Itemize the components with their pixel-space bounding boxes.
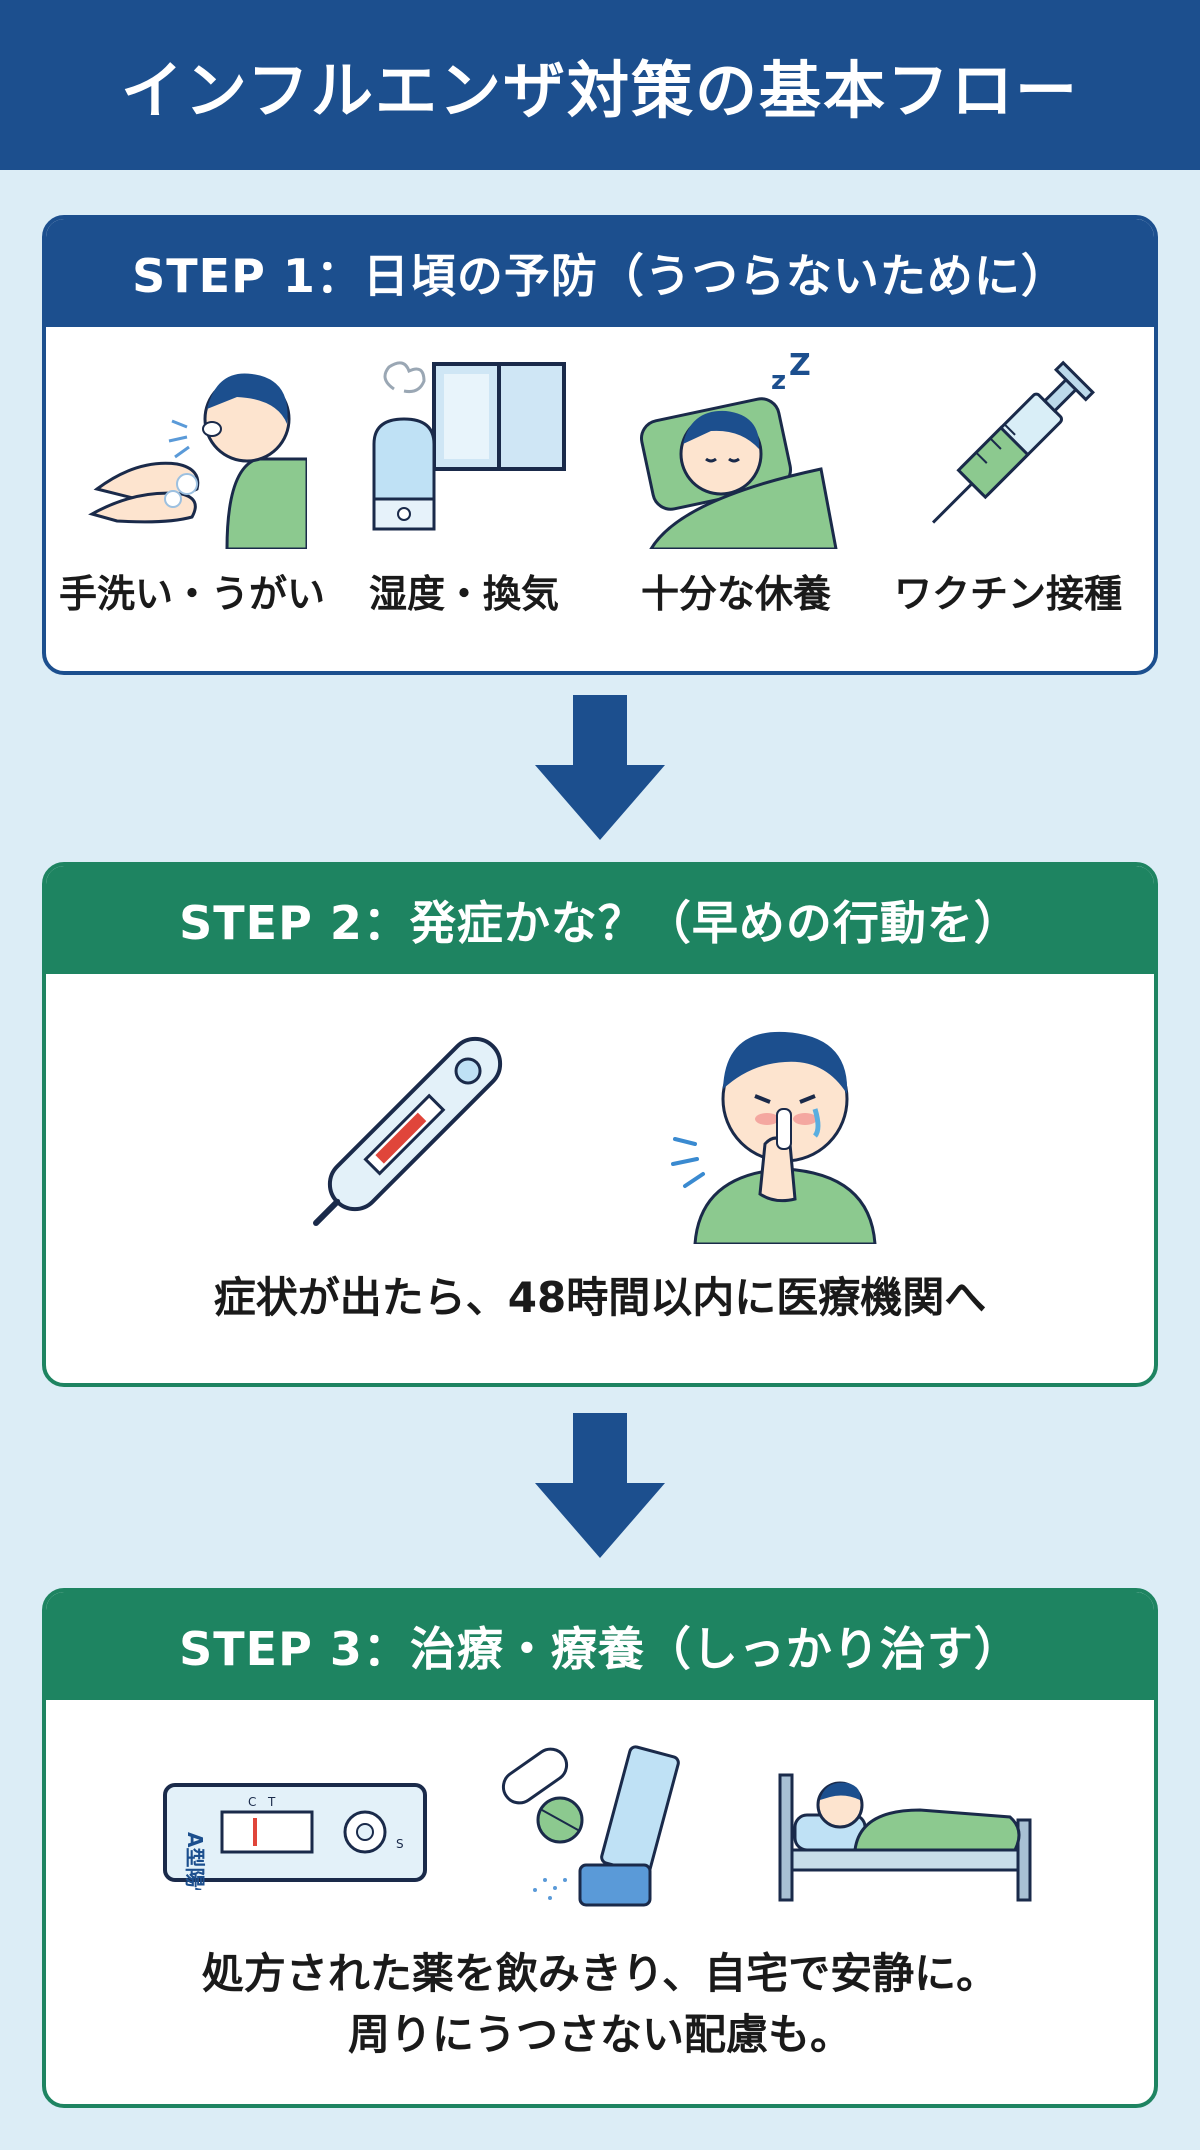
step-3-message: 処方された薬を飲みきり、自宅で安静に。 周りにうつさない配慮も。: [46, 1944, 1154, 2066]
bed-rest-icon: [778, 1773, 1032, 1902]
item-vaccine: ワクチン接種: [877, 327, 1139, 618]
step-2-heading: STEP 2：発症かな？（早めの行動を）: [46, 866, 1154, 974]
step-3-message-line1: 処方された薬を飲みきり、自宅で安静に。: [201, 1949, 999, 1998]
item-rest: z Z 十分な休養: [605, 327, 867, 618]
item-label-rest: 十分な休養: [640, 572, 831, 616]
medicine-inhaler-icon: [501, 1745, 680, 1907]
item-label-vaccine: ワクチン接種: [893, 572, 1122, 616]
item-label-humidity: 湿度・換気: [368, 572, 559, 616]
thermometer-icon: [313, 1036, 503, 1226]
handwash-gargle-icon: [88, 373, 307, 549]
page-title: インフルエンザ対策の基本フロー: [120, 54, 1080, 127]
step-2-panel: STEP 2：発症かな？（早めの行動を） 症状が出たら、48時間以内に医療機関へ: [42, 862, 1158, 1387]
item-handwash: 手洗い・うがい: [59, 327, 326, 618]
humidifier-window-icon: [372, 361, 566, 531]
test-kit-mark-t: T: [267, 1795, 276, 1809]
down-arrow-icon: [535, 695, 665, 840]
step-3-heading: STEP 3：治療・療養（しっかり治す）: [46, 1592, 1154, 1700]
sleeping-person-icon: z Z: [640, 349, 838, 549]
syringe-icon: [931, 360, 1095, 524]
item-humidity: 湿度・換気: [333, 327, 595, 618]
down-arrow-icon: [535, 1413, 665, 1558]
step-2-message: 症状が出たら、48時間以内に医療機関へ: [213, 1273, 987, 1322]
test-kit-icon: A型陽性 C T S: [163, 1783, 427, 1890]
step-3-message-line2: 周りにうつさない配慮も。: [347, 2009, 852, 2059]
step-1-heading: STEP 1：日頃の予防（うつらないために）: [46, 219, 1154, 327]
test-kit-result-text: A型陽性: [183, 1832, 207, 1890]
test-kit-mark-c: C: [248, 1795, 256, 1809]
step-3-panel: STEP 3：治療・療養（しっかり治す） A型陽性 C T S: [42, 1588, 1158, 2108]
step-1-panel: STEP 1：日頃の予防（うつらないために） 手洗い・うがい: [42, 215, 1158, 675]
svg-text:z: z: [771, 366, 786, 396]
header-banner: インフルエンザ対策の基本フロー: [0, 0, 1200, 170]
test-kit-mark-s: S: [396, 1837, 404, 1851]
sick-person-icon: [671, 1031, 877, 1244]
svg-text:Z: Z: [789, 349, 811, 383]
item-label-handwash: 手洗い・うがい: [59, 572, 326, 616]
